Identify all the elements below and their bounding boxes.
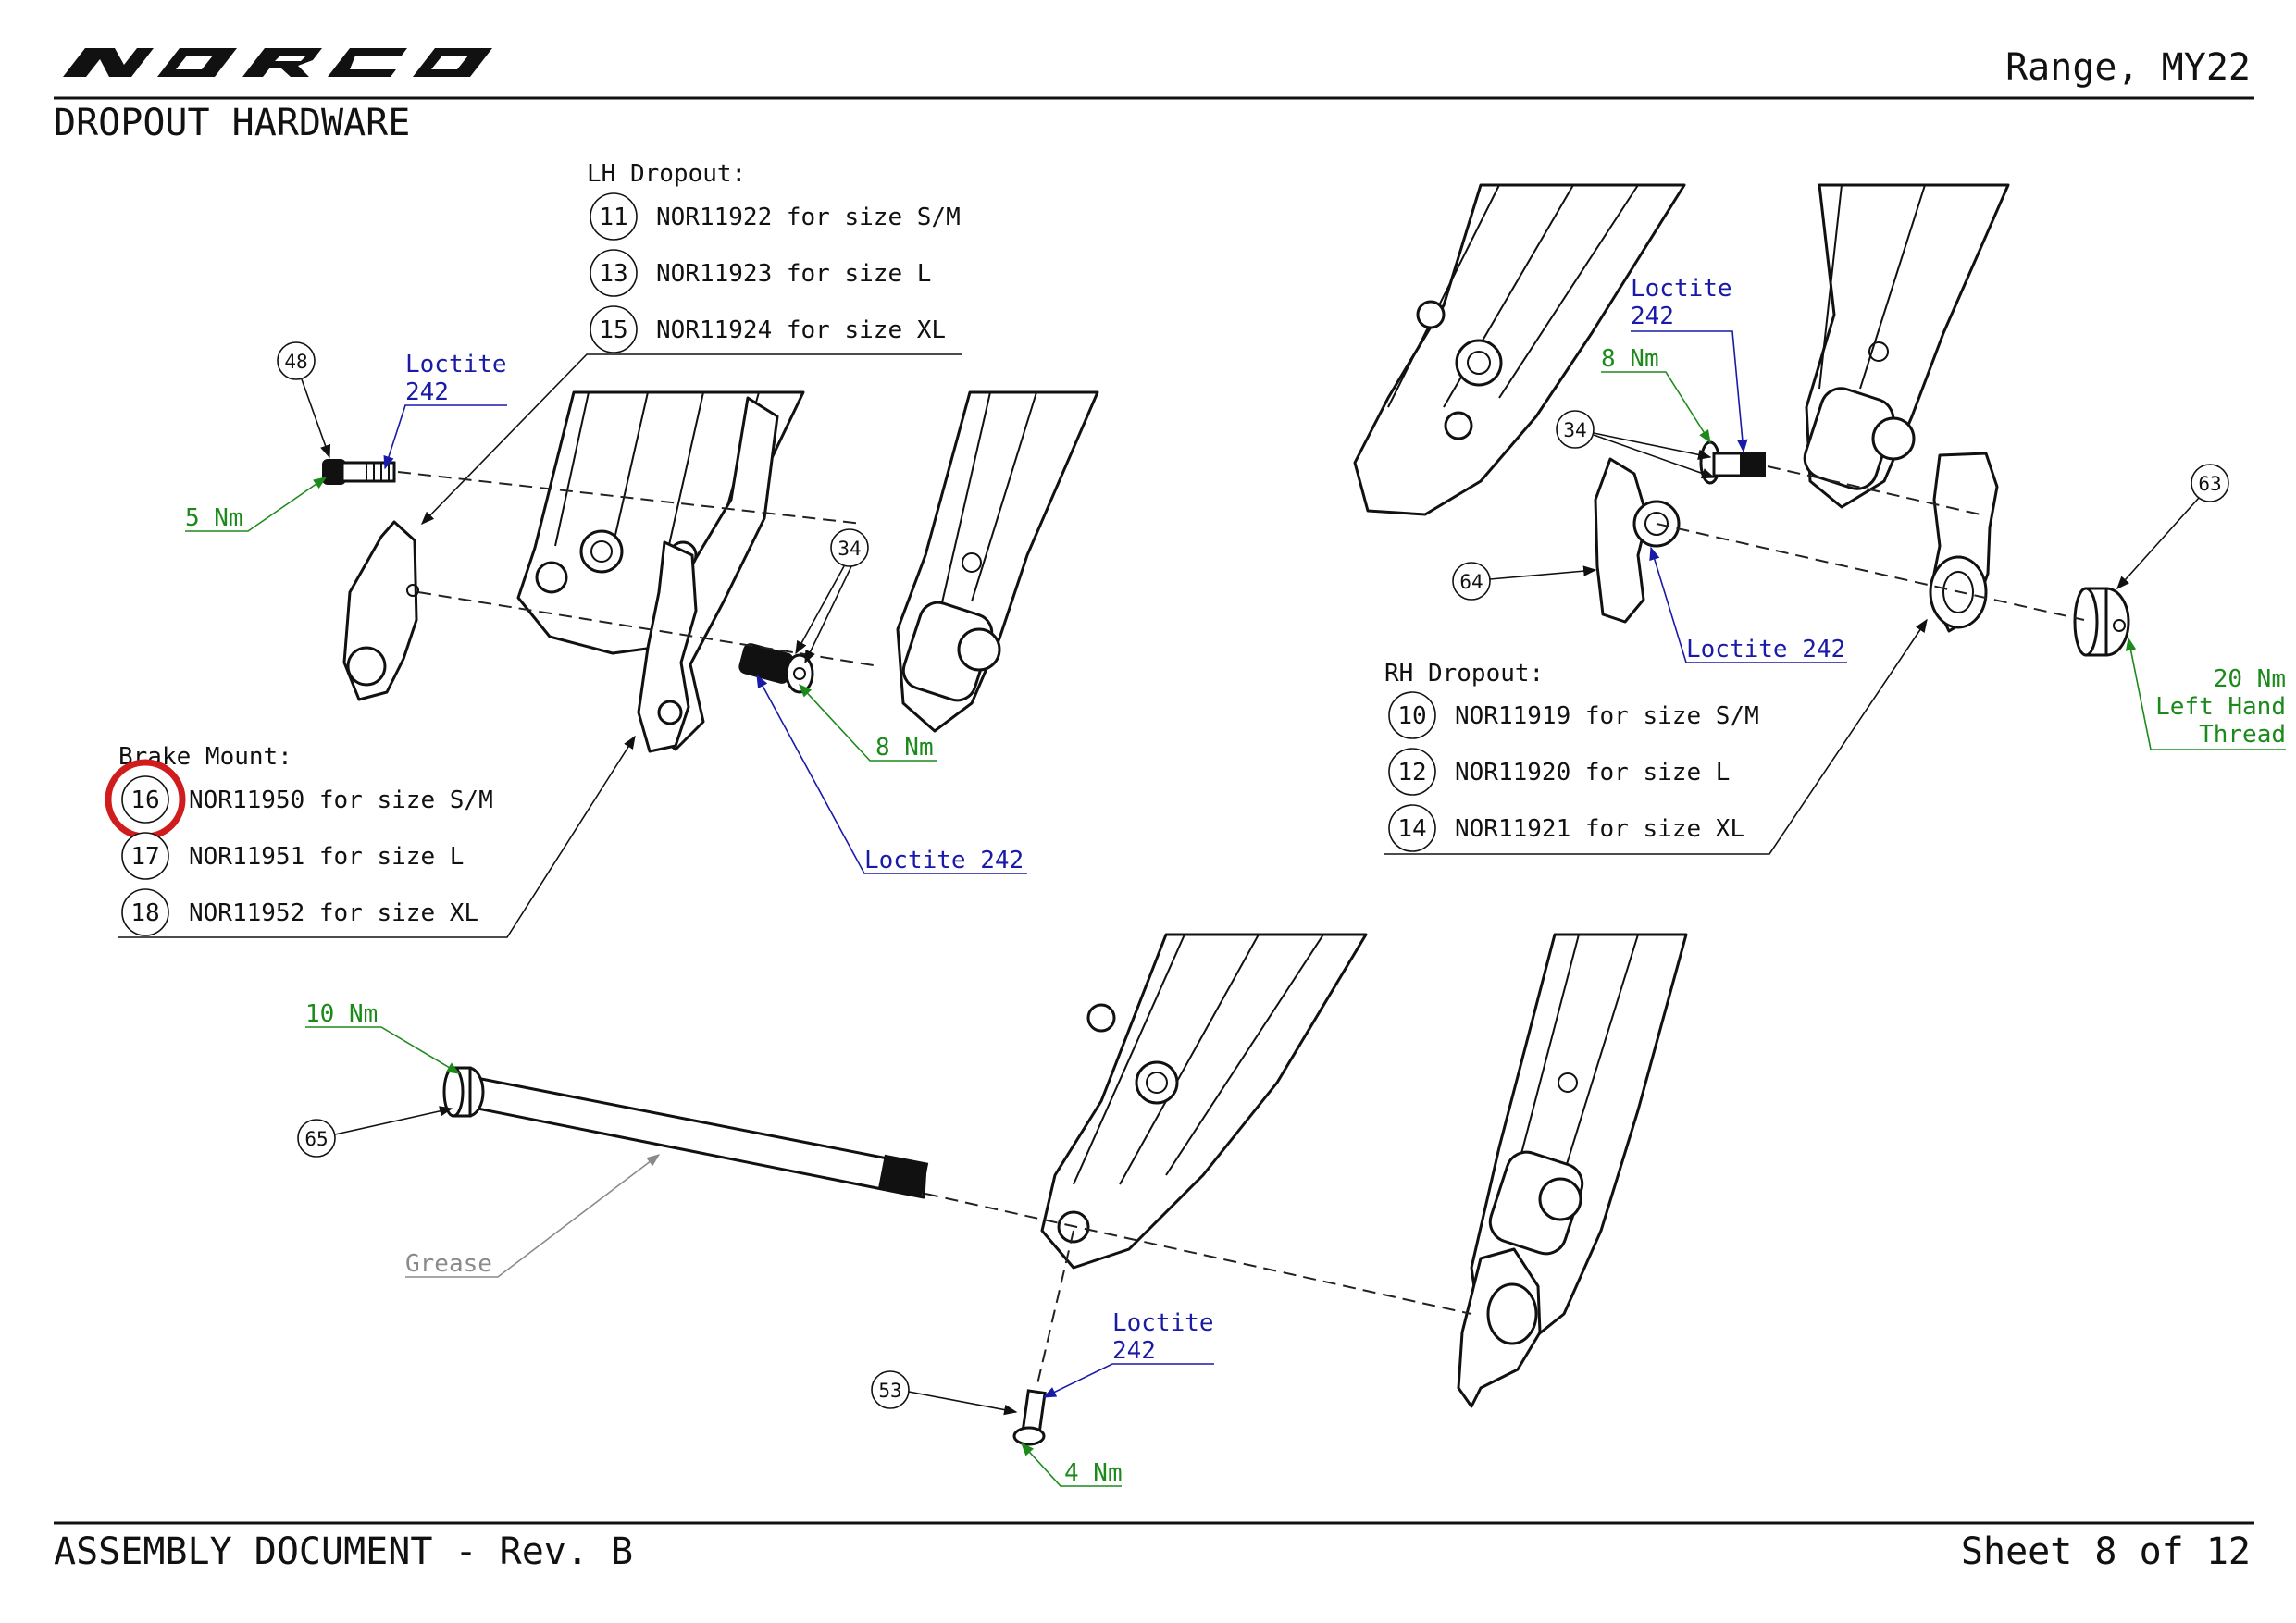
frame-stays-bottom-right — [1457, 933, 1688, 1408]
rh-dropout-title: RH Dropout: — [1384, 660, 1544, 688]
section-title: DROPOUT HARDWARE — [54, 102, 410, 144]
list-item: 14 NOR11921 for size XL — [1388, 804, 1744, 852]
list-item: 10 NOR11919 for size S/M — [1388, 691, 1759, 739]
item-number: 16 — [130, 787, 159, 814]
svg-text:Loctite: Loctite — [1631, 275, 1732, 303]
callout-48: 48 — [277, 341, 331, 459]
rh-dropout-plate — [1929, 452, 1999, 633]
brake-mount-bracket — [637, 540, 698, 753]
svg-text:242: 242 — [1631, 303, 1674, 330]
item-number: 15 — [599, 316, 627, 344]
norco-logo — [63, 48, 492, 77]
rh-dropout-list: RH Dropout: 10 NOR11919 for size S/M 12 … — [1384, 618, 1928, 855]
callout-65: 65 — [297, 1106, 453, 1158]
note-torque-20nm: 20 Nm Left Hand Thread — [2125, 637, 2286, 750]
brake-mount-title: Brake Mount: — [118, 743, 292, 771]
item-text: NOR11924 for size XL — [656, 316, 946, 344]
svg-text:242: 242 — [405, 378, 449, 406]
svg-text:242: 242 — [1112, 1337, 1156, 1365]
callout-34-right: 34 — [1556, 410, 1716, 479]
item-number: 12 — [1397, 759, 1426, 787]
note-torque-8nm-left: 8 Nm — [799, 683, 937, 762]
list-item: 18 NOR11952 for size XL — [121, 888, 478, 936]
item-number: 11 — [599, 204, 627, 231]
note-torque-5nm: 5 Nm — [185, 477, 328, 532]
sheet-number: Sheet 8 of 12 — [1961, 1530, 2251, 1573]
list-item: 17 NOR11951 for size L — [121, 832, 464, 880]
note-loctite-mid: Loctite 242 — [756, 674, 1027, 874]
callout-64: 64 — [1452, 562, 1597, 601]
svg-text:64: 64 — [1459, 571, 1483, 593]
svg-text:10 Nm: 10 Nm — [305, 1000, 378, 1028]
model-name: Range, MY22 — [2005, 46, 2251, 89]
frame-stays-bottom-left — [1040, 933, 1368, 1270]
item-number: 17 — [130, 843, 159, 871]
item-number: 14 — [1397, 815, 1426, 843]
svg-text:Left Hand: Left Hand — [2155, 693, 2286, 721]
item-text: NOR11951 for size L — [189, 843, 464, 871]
axle-nut-34-left — [738, 643, 814, 694]
callout-34-left: 34 — [795, 528, 869, 664]
list-item: 13 NOR11923 for size L — [590, 249, 931, 297]
lh-dropout-title: LH Dropout: — [587, 160, 746, 188]
item-text: NOR11921 for size XL — [1455, 815, 1744, 843]
callout-53: 53 — [871, 1370, 1018, 1416]
lh-dropout-plate — [342, 520, 419, 701]
svg-text:Loctite: Loctite — [405, 351, 507, 378]
note-torque-10nm: 10 Nm — [305, 1000, 461, 1074]
svg-text:53: 53 — [878, 1380, 901, 1402]
svg-text:Loctite 242: Loctite 242 — [1686, 636, 1845, 663]
note-loctite-bottom: Loctite 242 — [1042, 1309, 1214, 1398]
svg-text:Loctite: Loctite — [1112, 1309, 1214, 1337]
item-text: NOR11952 for size XL — [189, 899, 478, 927]
svg-text:34: 34 — [1563, 419, 1586, 441]
svg-text:Thread: Thread — [2199, 721, 2286, 749]
item-number: 18 — [130, 899, 159, 927]
bolt-53 — [1012, 1389, 1047, 1446]
svg-text:48: 48 — [284, 351, 307, 373]
frame-stays-top-mid — [896, 390, 1099, 733]
svg-text:65: 65 — [304, 1128, 328, 1150]
svg-text:20 Nm: 20 Nm — [2214, 665, 2286, 693]
bolt-48 — [322, 459, 396, 485]
document-revision: ASSEMBLY DOCUMENT - Rev. B — [54, 1530, 633, 1573]
note-torque-4nm: 4 Nm — [1021, 1442, 1123, 1487]
svg-text:63: 63 — [2198, 473, 2221, 495]
note-loctite-top-right: Loctite 242 — [1631, 275, 1748, 453]
item-text: NOR11920 for size L — [1455, 759, 1730, 787]
svg-text:5 Nm: 5 Nm — [185, 504, 243, 532]
svg-text:Loctite 242: Loctite 242 — [864, 847, 1024, 874]
list-item: 11 NOR11922 for size S/M — [590, 192, 961, 241]
item-number: 13 — [599, 260, 627, 288]
list-item: 12 NOR11920 for size L — [1388, 748, 1730, 796]
frame-stays-top-right — [1353, 183, 2010, 516]
item-number: 10 — [1397, 702, 1426, 730]
rear-axle-65 — [442, 1066, 929, 1199]
svg-text:34: 34 — [838, 538, 861, 560]
note-loctite-top-left: Loctite 242 — [383, 351, 507, 470]
svg-text:8 Nm: 8 Nm — [875, 734, 934, 762]
list-item: 15 NOR11924 for size XL — [590, 305, 946, 353]
item-text: NOR11922 for size S/M — [656, 204, 961, 231]
note-torque-8nm-right: 8 Nm — [1601, 345, 1711, 444]
item-text: NOR11919 for size S/M — [1455, 702, 1759, 730]
svg-text:4 Nm: 4 Nm — [1064, 1459, 1123, 1487]
end-cap-63 — [2073, 587, 2130, 657]
brake-mount-list: Brake Mount: 16 NOR11950 for size S/M 17… — [105, 735, 636, 938]
callout-63: 63 — [2116, 464, 2229, 590]
note-grease: Grease — [405, 1154, 661, 1278]
svg-text:Grease: Grease — [405, 1250, 492, 1278]
svg-text:8 Nm: 8 Nm — [1601, 345, 1659, 373]
item-text: NOR11923 for size L — [656, 260, 931, 288]
lh-dropout-list: LH Dropout: 11 NOR11922 for size S/M 13 … — [420, 160, 962, 526]
list-item: 16 NOR11950 for size S/M — [105, 759, 493, 840]
note-loctite-rh: Loctite 242 — [1649, 546, 1847, 663]
item-text: NOR11950 for size S/M — [189, 787, 493, 814]
